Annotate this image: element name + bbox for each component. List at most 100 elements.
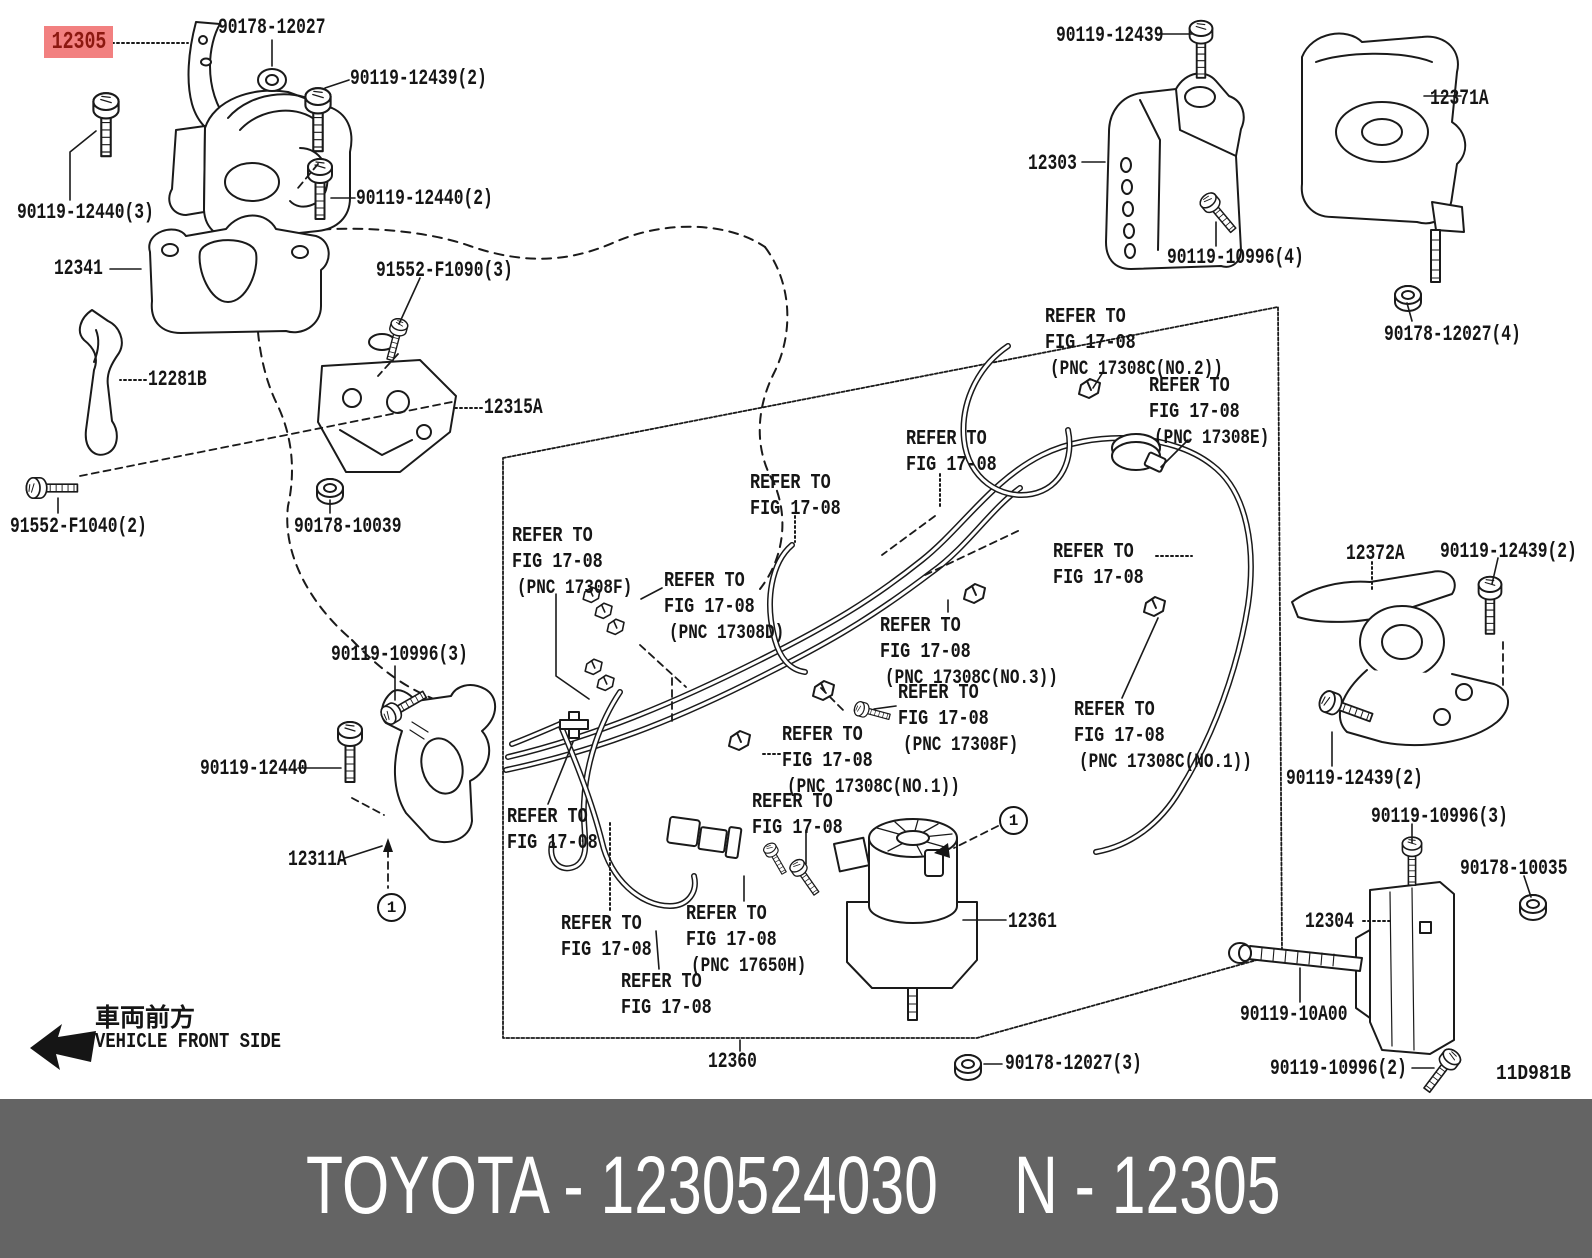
- refer-note-5: REFER TO FIG 17-08: [507, 805, 620, 857]
- vehicle-front-label-en: VEHICLE FRONT SIDE: [95, 1031, 282, 1054]
- refer-line: FIG 17-08: [1045, 332, 1136, 355]
- part-label-12304[interactable]: 12304: [1305, 909, 1354, 934]
- tee-connector: [559, 711, 589, 739]
- part-label-90119-10996-3b[interactable]: 90119-10996(3): [1371, 804, 1508, 829]
- refer-note-c1b: REFER TO FIG 17-08 (PNC 17308C(NO.1)): [782, 723, 1003, 801]
- part-label-90119-10996-4[interactable]: 90119-10996(4): [1167, 245, 1304, 270]
- part-12304-bracket-drawing: [1355, 881, 1455, 1055]
- bolt-90119-10A00-drawing: [1228, 942, 1363, 972]
- refer-line: REFER TO: [898, 682, 979, 705]
- refer-line: FIG 17-08: [782, 750, 873, 773]
- part-label-12341[interactable]: 12341: [54, 256, 103, 281]
- part-label-90119-10996-2[interactable]: 90119-10996(2): [1270, 1056, 1407, 1081]
- part-label-91552-F1040-2[interactable]: 91552-F1040(2): [10, 514, 147, 539]
- refer-line: REFER TO: [1149, 375, 1230, 398]
- refer-line: FIG 17-08: [1053, 567, 1144, 590]
- vehicle-front-arrow: [30, 1024, 96, 1070]
- refer-line: REFER TO: [906, 428, 987, 451]
- refer-pnc: (PNC 17308C(NO.1)): [1079, 751, 1252, 774]
- refer-note-2: REFER TO FIG 17-08: [750, 471, 863, 523]
- part-label-90119-10996-3[interactable]: 90119-10996(3): [331, 642, 468, 667]
- refer-line: FIG 17-08: [664, 596, 755, 619]
- refer-note-c2: REFER TO FIG 17-08 (PNC 17308C(NO.2)): [1045, 305, 1266, 383]
- leader-lines: [57, 33, 1532, 1069]
- part-label-90178-12027-4[interactable]: 90178-12027(4): [1384, 322, 1521, 347]
- refer-note-d: REFER TO FIG 17-08 (PNC 17308D): [664, 569, 813, 647]
- part-label-90178-12027[interactable]: 90178-12027: [218, 15, 326, 40]
- refer-line: REFER TO: [686, 903, 767, 926]
- refer-note-c3: REFER TO FIG 17-08 (PNC 17308C(NO.3)): [880, 614, 1101, 692]
- refer-line: FIG 17-08: [686, 929, 777, 952]
- figure-code: 11D981B: [1496, 1063, 1571, 1086]
- part-label-12360[interactable]: 12360: [708, 1049, 757, 1074]
- refer-line: REFER TO: [1045, 306, 1126, 329]
- refer-pnc: (PNC 17650H): [691, 955, 807, 978]
- callout-1-left: 1: [377, 893, 406, 922]
- refer-line: FIG 17-08: [512, 551, 603, 574]
- refer-line: FIG 17-08: [1149, 401, 1240, 424]
- refer-pnc: (PNC 17308C(NO.2)): [1050, 358, 1223, 381]
- worm-clamp-17308E: [1111, 433, 1167, 473]
- part-label-12372A[interactable]: 12372A: [1346, 541, 1405, 566]
- callout-number: 1: [386, 898, 397, 917]
- part-label-90119-12440[interactable]: 90119-12440: [200, 756, 308, 781]
- part-label-90119-12440-3[interactable]: 90119-12440(3): [17, 200, 154, 225]
- refer-line: REFER TO: [664, 570, 745, 593]
- part-label-12361[interactable]: 12361: [1008, 909, 1057, 934]
- refer-line: REFER TO: [512, 525, 593, 548]
- part-12315A-bracket-drawing: [317, 333, 457, 473]
- banner-part-number-short: N - 12305: [1014, 1140, 1281, 1231]
- part-number-banner: TOYOTA - 1230524030 N - 12305: [0, 1099, 1592, 1258]
- refer-line: FIG 17-08: [898, 708, 989, 731]
- refer-pnc: (PNC 17308F): [517, 577, 633, 600]
- part-label-90119-12439-2c[interactable]: 90119-12439(2): [1286, 766, 1423, 791]
- part-label-12305[interactable]: 12305: [51, 28, 106, 56]
- refer-line: FIG 17-08: [906, 454, 997, 477]
- refer-note-f1: REFER TO FIG 17-08 (PNC 17308F): [512, 524, 661, 602]
- refer-note-e: REFER TO FIG 17-08 (PNC 17308E): [1149, 374, 1298, 452]
- highlighted-part-12305[interactable]: 12305: [44, 26, 113, 58]
- refer-pnc: (PNC 17308C(NO.3)): [885, 667, 1058, 690]
- part-label-12315A[interactable]: 12315A: [484, 395, 543, 420]
- refer-line: REFER TO: [752, 791, 833, 814]
- refer-line: REFER TO: [621, 971, 702, 994]
- refer-pnc: (PNC 17308D): [669, 622, 785, 645]
- fasteners: [25, 19, 1547, 1097]
- refer-note-c1a: REFER TO FIG 17-08 (PNC 17308C(NO.1)): [1074, 698, 1295, 776]
- refer-line: FIG 17-08: [880, 641, 971, 664]
- refer-line: FIG 17-08: [561, 939, 652, 962]
- refer-pnc: (PNC 17308F): [903, 734, 1019, 757]
- refer-line: REFER TO: [1053, 541, 1134, 564]
- part-label-90178-10035[interactable]: 90178-10035: [1460, 856, 1568, 881]
- refer-note-7: REFER TO FIG 17-08: [621, 970, 734, 1022]
- part-label-90119-10A00[interactable]: 90119-10A00: [1240, 1002, 1348, 1027]
- part-label-12281B[interactable]: 12281B: [148, 367, 207, 392]
- refer-note-3: REFER TO FIG 17-08: [1053, 540, 1166, 592]
- part-12372A-insulator-drawing: [1291, 570, 1509, 747]
- part-12303-bracket-drawing: [1105, 72, 1245, 270]
- part-label-90178-12027-3[interactable]: 90178-12027(3): [1005, 1051, 1142, 1076]
- part-label-90119-12439[interactable]: 90119-12439: [1056, 23, 1164, 48]
- banner-part-number-full: TOYOTA - 1230524030: [306, 1140, 938, 1231]
- refer-line: FIG 17-08: [621, 997, 712, 1020]
- hose-routing-box: [502, 306, 1283, 1039]
- refer-line: REFER TO: [750, 472, 831, 495]
- refer-pnc: (PNC 17308E): [1154, 427, 1270, 450]
- dotted-leaders: [111, 42, 1393, 922]
- part-label-90119-12439-2b[interactable]: 90119-12439(2): [1440, 539, 1577, 564]
- part-label-90178-10039[interactable]: 90178-10039: [294, 514, 402, 539]
- refer-note-1: REFER TO FIG 17-08: [906, 427, 1019, 479]
- part-label-90119-12440-2[interactable]: 90119-12440(2): [356, 186, 493, 211]
- part-12361-insulator-drawing: [833, 818, 978, 1021]
- part-label-91552-F1090-3[interactable]: 91552-F1090(3): [376, 258, 513, 283]
- part-label-12311A[interactable]: 12311A: [288, 847, 347, 872]
- refer-line: FIG 17-08: [750, 498, 841, 521]
- vsv-valve-17650H: [666, 815, 743, 859]
- part-label-12303[interactable]: 12303: [1028, 151, 1077, 176]
- part-label-90119-12439-2[interactable]: 90119-12439(2): [350, 66, 487, 91]
- refer-line: REFER TO: [782, 724, 863, 747]
- refer-line: FIG 17-08: [752, 817, 843, 840]
- part-label-12371A[interactable]: 12371A: [1430, 86, 1489, 111]
